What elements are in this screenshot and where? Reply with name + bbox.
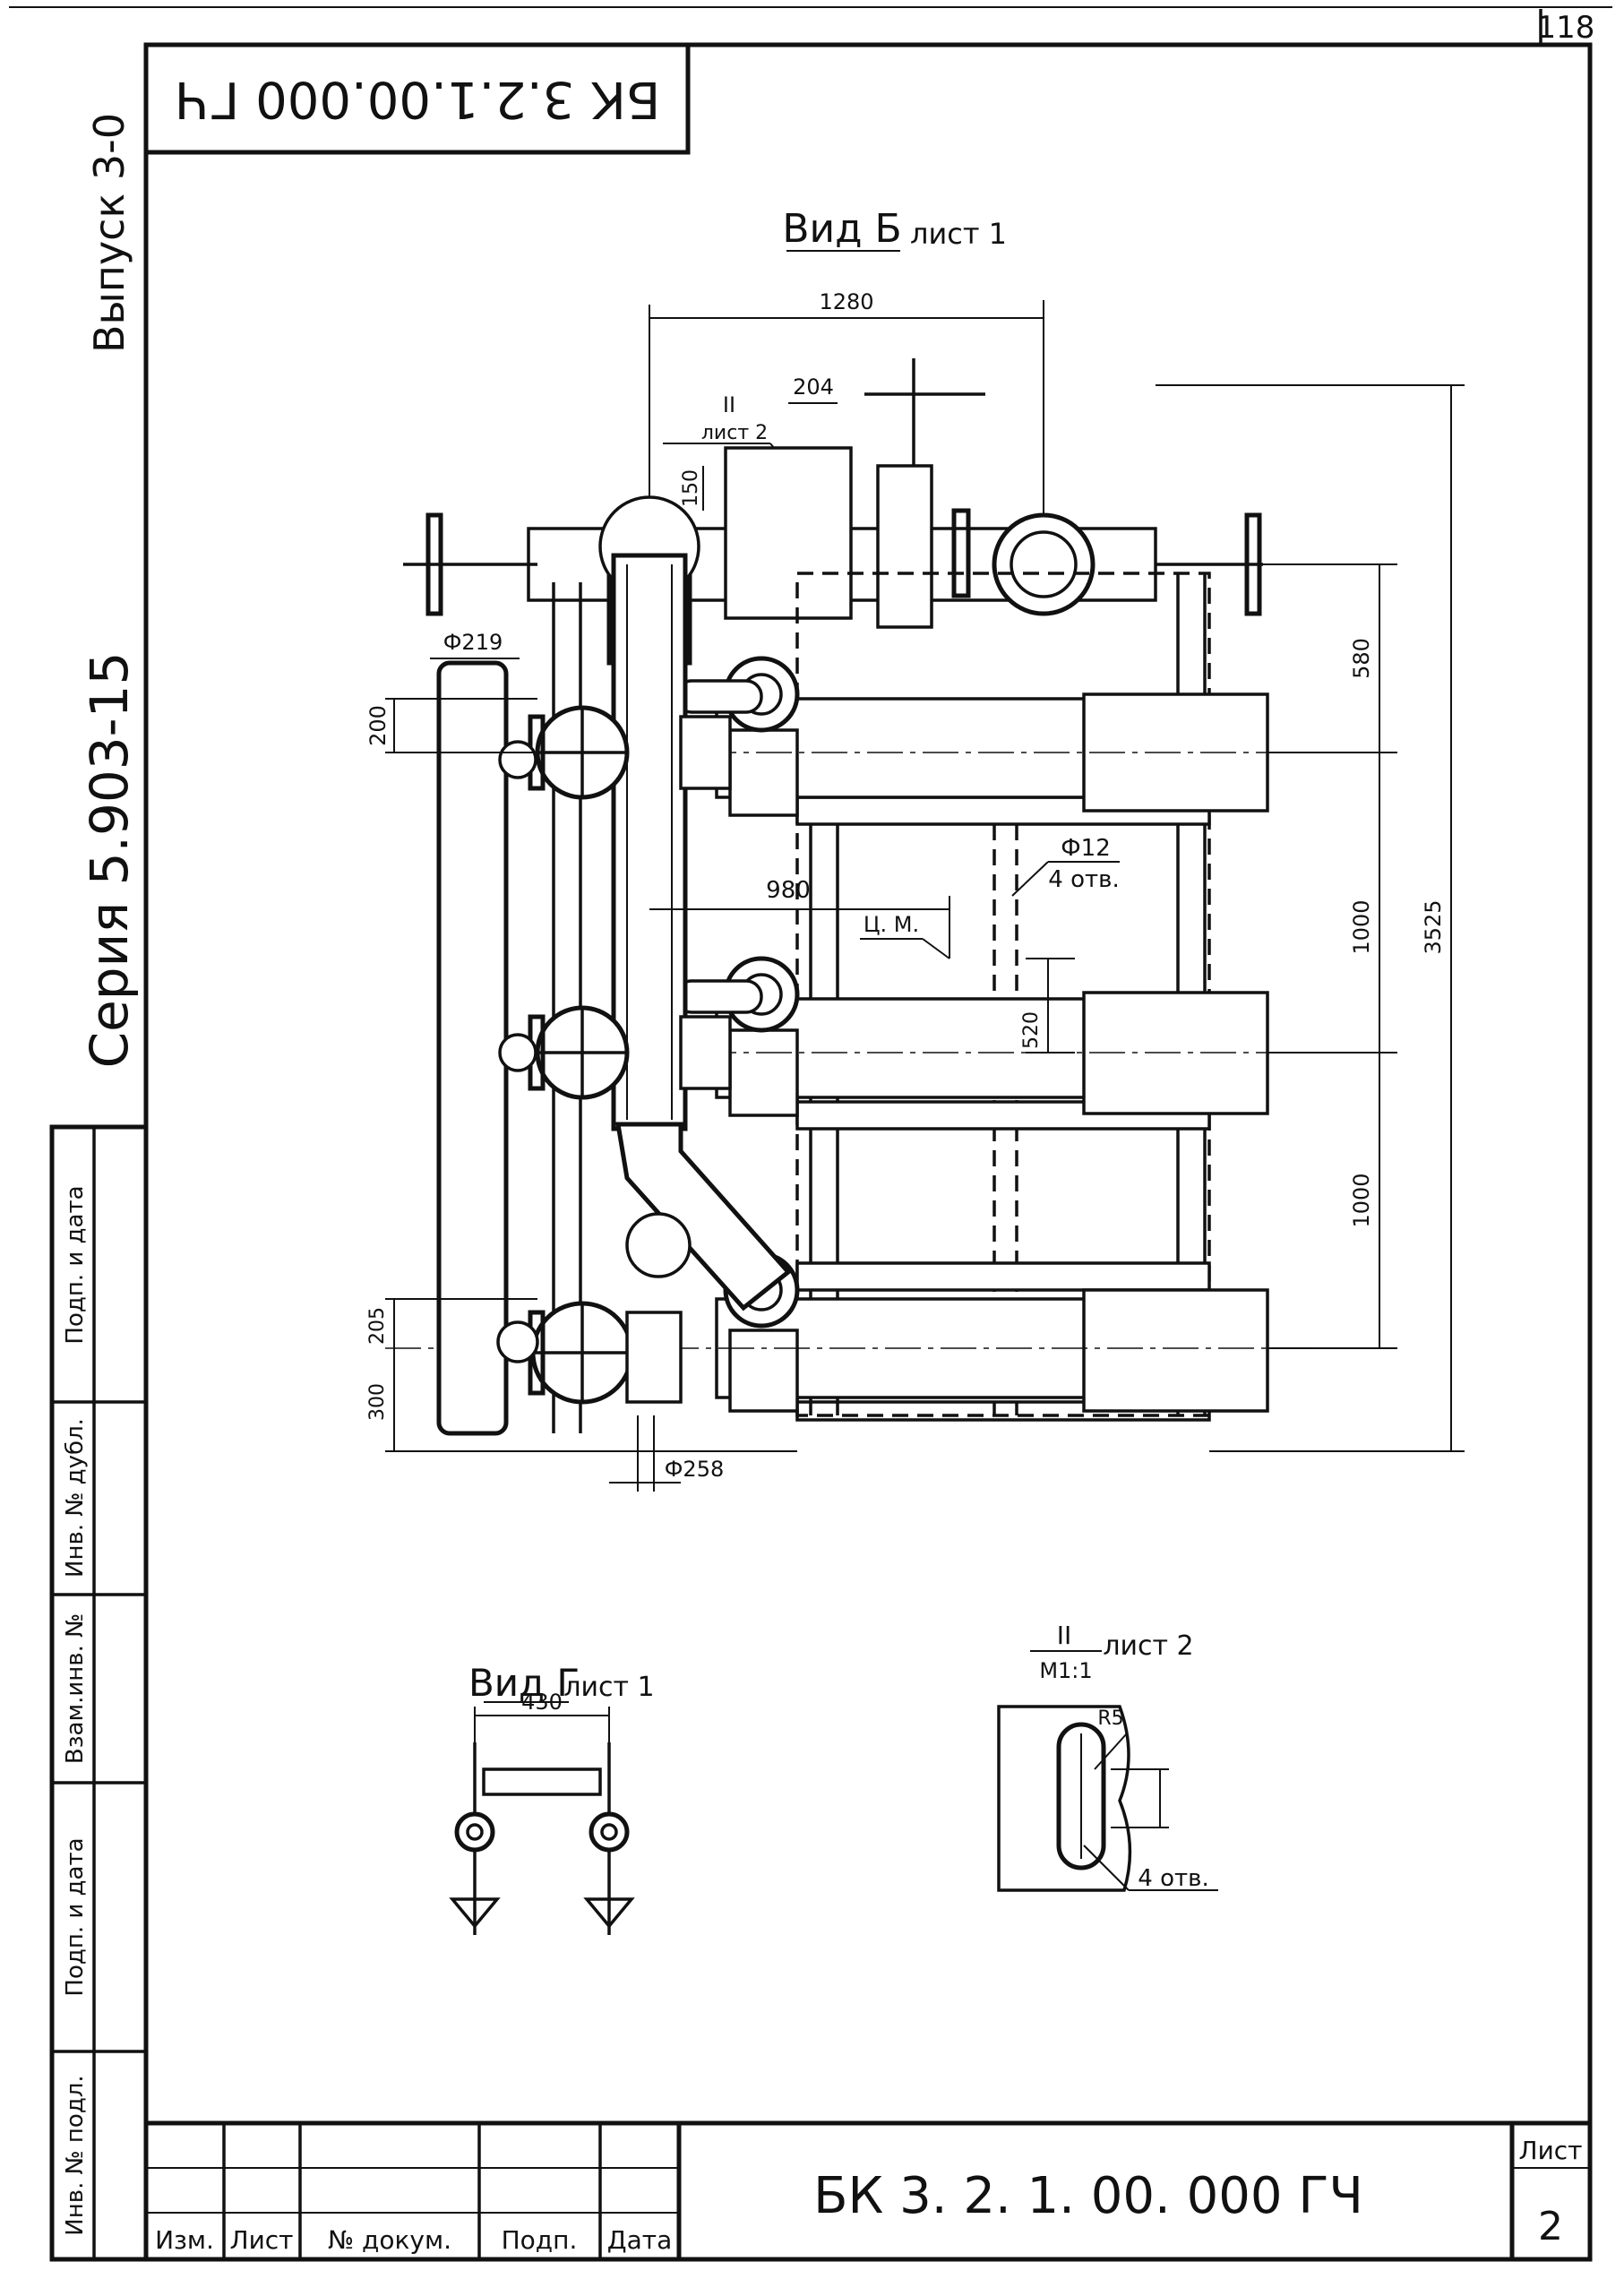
gate-valve-3	[496, 1212, 692, 1405]
dim-580: 580	[1349, 638, 1374, 679]
dim-1000-lower: 1000	[1349, 1173, 1374, 1227]
detail-ii-holes: 4 отв.	[1138, 1865, 1208, 1892]
dim-1280: 1280	[819, 289, 873, 314]
dim-phi12: Ф12	[1061, 835, 1110, 862]
dim-300: 300	[366, 1383, 389, 1421]
sheet-label: Лист	[1519, 2136, 1583, 2165]
dim-150: 150	[680, 469, 702, 507]
pump-unit-1	[645, 692, 1326, 817]
view-b-title: Вид Б	[782, 206, 901, 252]
side-stamp-vzam-inv: Взам.инв. №	[62, 1613, 89, 1764]
col-podp: Подп.	[502, 2225, 578, 2255]
dim-3525: 3525	[1421, 899, 1446, 954]
detail-ii-mark: II	[1057, 1621, 1072, 1650]
view-b: Вид Б лист 1 1280 204 II лист 2 150	[365, 206, 1465, 1492]
gate-valve-1	[498, 705, 732, 800]
sheet-number: 2	[1538, 2204, 1563, 2249]
page-number: 118	[1537, 10, 1595, 46]
view-b-ref: лист 1	[910, 217, 1007, 251]
detail-ii: II М1:1 лист 2 R5 4 отв.	[997, 1621, 1218, 1892]
dim-204: 204	[793, 374, 834, 400]
detail-ii-radius: R5	[1097, 1707, 1123, 1730]
holes-label: 4 отв.	[1048, 866, 1119, 893]
detail-ii-scale: М1:1	[1039, 1658, 1092, 1683]
view-g: Вид Г лист 1 430	[449, 1661, 655, 1935]
title-block	[143, 2120, 1593, 2262]
view-g-ref: лист 1	[563, 1672, 654, 1703]
dim-phi219: Ф219	[443, 630, 503, 655]
side-stamp-podp-data-2: Подп. и дата	[62, 1185, 89, 1344]
center-of-mass-label: Ц. М.	[864, 912, 919, 937]
col-doc-number: № докум.	[328, 2225, 451, 2255]
dim-205: 205	[366, 1307, 389, 1345]
dim-phi258: Ф258	[665, 1457, 724, 1482]
detail-ii-ref: лист 2	[1103, 1630, 1193, 1662]
view-g-title: Вид Г	[468, 1661, 580, 1705]
side-stamp-inv-dubl: Инв. № дубл.	[62, 1418, 89, 1578]
dim-200: 200	[365, 705, 391, 746]
view-g-dim-430: 430	[521, 1690, 563, 1715]
col-izm: Изм.	[155, 2225, 214, 2255]
issue-label: Выпуск 3-0	[85, 113, 133, 353]
dim-1000-upper: 1000	[1349, 899, 1374, 954]
top-stamp: БК 3.2.1.00.000 ГЧ	[143, 42, 691, 155]
side-stamp-inv-podl: Инв. № подл.	[62, 2075, 89, 2235]
col-list: Лист	[230, 2225, 294, 2255]
dim-520: 520	[1020, 1011, 1043, 1049]
designation: БК 3. 2. 1. 00. 000 ГЧ	[813, 2167, 1363, 2225]
side-stamp	[49, 1124, 149, 2262]
top-stamp-code: БК 3.2.1.00.000 ГЧ	[175, 70, 661, 128]
col-data: Дата	[607, 2225, 673, 2255]
series-label: Серия 5.903-15	[79, 652, 140, 1069]
callout-ii-ref: лист 2	[701, 422, 768, 444]
callout-ii-mark: II	[723, 392, 735, 417]
dim-980: 980	[766, 877, 811, 904]
gate-valve-2	[498, 1005, 732, 1100]
side-stamp-podp-data-1: Подп. и дата	[62, 1837, 89, 1996]
